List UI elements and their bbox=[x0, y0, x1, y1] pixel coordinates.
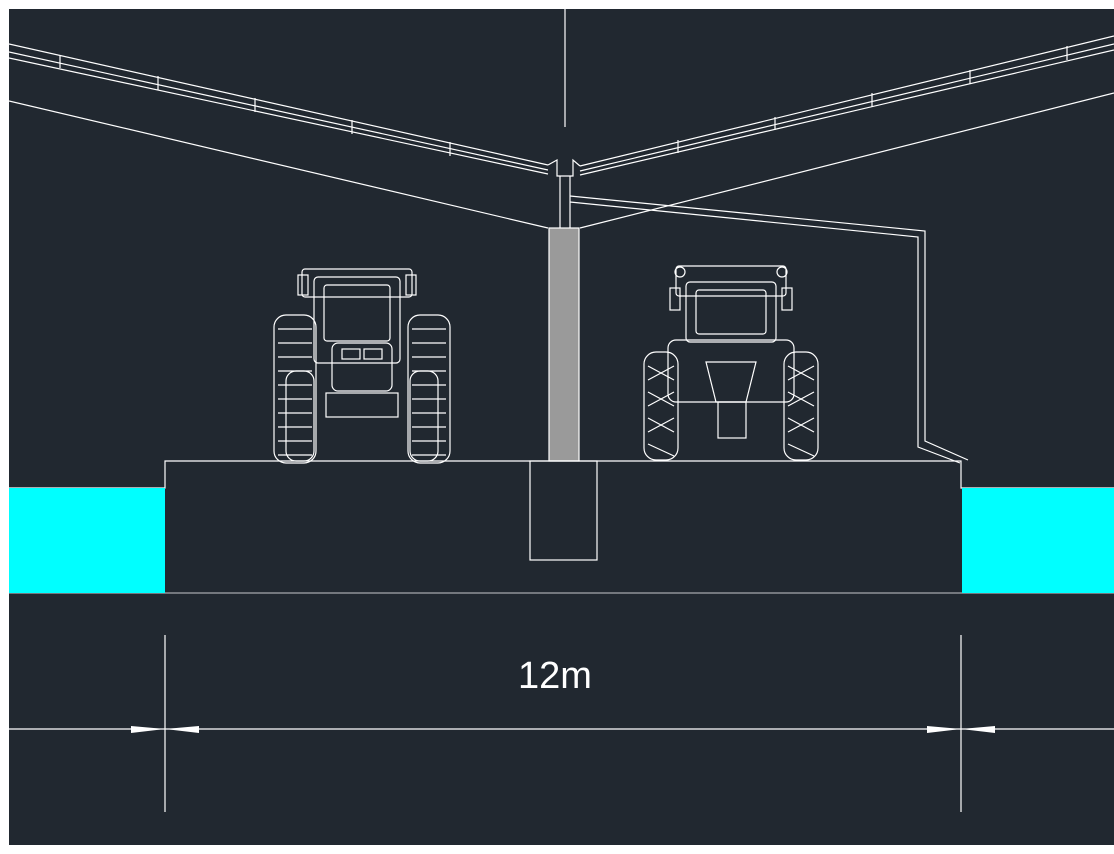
barn-section-drawing: 12m bbox=[9, 9, 1114, 812]
left-roof bbox=[9, 43, 549, 229]
tractor-left bbox=[273, 268, 451, 464]
floor-platform bbox=[9, 460, 1114, 489]
dim-arrow-left-inner bbox=[165, 726, 199, 733]
valley-gutter bbox=[547, 158, 581, 228]
right-roof bbox=[579, 35, 1114, 229]
water-fill-left bbox=[9, 488, 165, 593]
central-column bbox=[548, 227, 580, 462]
dim-arrow-right-outer bbox=[927, 726, 961, 733]
dim-arrow-right-inner bbox=[961, 726, 995, 733]
dimension-label: 12m bbox=[518, 655, 592, 697]
water-fill-right bbox=[962, 488, 1114, 593]
cad-canvas: 12m bbox=[9, 9, 1114, 845]
dim-arrow-left-outer bbox=[131, 726, 165, 733]
column-footing bbox=[529, 460, 598, 561]
tractor-right bbox=[643, 265, 819, 461]
downpipe bbox=[569, 195, 969, 464]
